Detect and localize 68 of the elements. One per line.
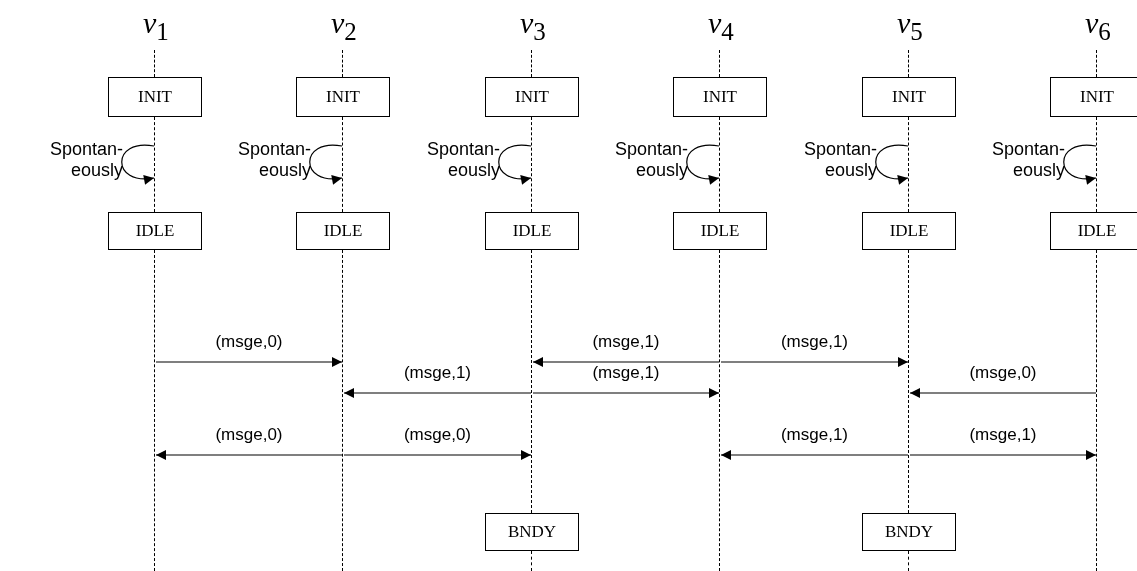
lifeline [719, 50, 721, 77]
loop-arrow [121, 144, 155, 184]
state-box: INIT [1050, 77, 1137, 117]
loop-arrow [498, 144, 532, 184]
process-label: v$_{5}$ [897, 8, 923, 44]
lifeline [908, 551, 910, 571]
edge-label: (msge,1) [967, 425, 1039, 445]
lifeline [531, 250, 533, 513]
edge-label: (msge,0) [213, 425, 285, 445]
edge-label: (msge,1) [590, 332, 662, 352]
edge-label: (msge,1) [590, 363, 662, 383]
loop-arrow [309, 144, 343, 184]
arrow [343, 450, 532, 460]
lifeline [342, 117, 344, 212]
lifeline [908, 250, 910, 513]
lifeline [719, 250, 721, 571]
arrow [155, 357, 343, 367]
process-label: v$_{3}$ [520, 8, 546, 44]
lifeline [719, 117, 721, 212]
lifeline [531, 50, 533, 77]
edge-label: (msge,0) [967, 363, 1039, 383]
state-box: IDLE [1050, 212, 1137, 250]
lifeline [154, 50, 156, 77]
state-box: INIT [862, 77, 956, 117]
loop-arrow [686, 144, 720, 184]
lifeline [1096, 250, 1098, 571]
edge-label: Spontan- eously [237, 139, 311, 181]
edge-label: Spontan- eously [991, 139, 1065, 181]
edge-label: Spontan- eously [614, 139, 688, 181]
arrow [720, 450, 909, 460]
process-label: v$_{4}$ [708, 8, 734, 44]
lifeline [908, 117, 910, 212]
lifeline [531, 551, 533, 571]
arrow [155, 450, 343, 460]
process-label: v$_{1}$ [143, 8, 169, 44]
lifeline [342, 50, 344, 77]
lifeline [1096, 117, 1098, 212]
arrow [532, 357, 720, 367]
state-box: IDLE [108, 212, 202, 250]
process-label: v$_{2}$ [331, 8, 357, 44]
state-box: IDLE [296, 212, 390, 250]
state-box: INIT [485, 77, 579, 117]
lifeline [531, 117, 533, 212]
edge-label: Spontan- eously [426, 139, 500, 181]
loop-arrow [875, 144, 909, 184]
arrow [720, 357, 909, 367]
lifeline [154, 117, 156, 212]
state-box: BNDY [485, 513, 579, 551]
lifeline [1096, 50, 1098, 77]
lifeline [342, 250, 344, 571]
edge-label: (msge,0) [213, 332, 285, 352]
state-box: INIT [108, 77, 202, 117]
arrow [343, 388, 532, 398]
edge-label: Spontan- eously [49, 139, 123, 181]
state-box: BNDY [862, 513, 956, 551]
state-box: INIT [673, 77, 767, 117]
state-box: IDLE [862, 212, 956, 250]
process-label: v$_{6}$ [1085, 8, 1111, 44]
arrow [532, 388, 720, 398]
state-box: INIT [296, 77, 390, 117]
state-box: IDLE [673, 212, 767, 250]
lifeline [908, 50, 910, 77]
loop-arrow [1063, 144, 1097, 184]
state-box: IDLE [485, 212, 579, 250]
edge-label: Spontan- eously [803, 139, 877, 181]
arrow [909, 450, 1097, 460]
arrow [909, 388, 1097, 398]
lifeline [154, 250, 156, 571]
